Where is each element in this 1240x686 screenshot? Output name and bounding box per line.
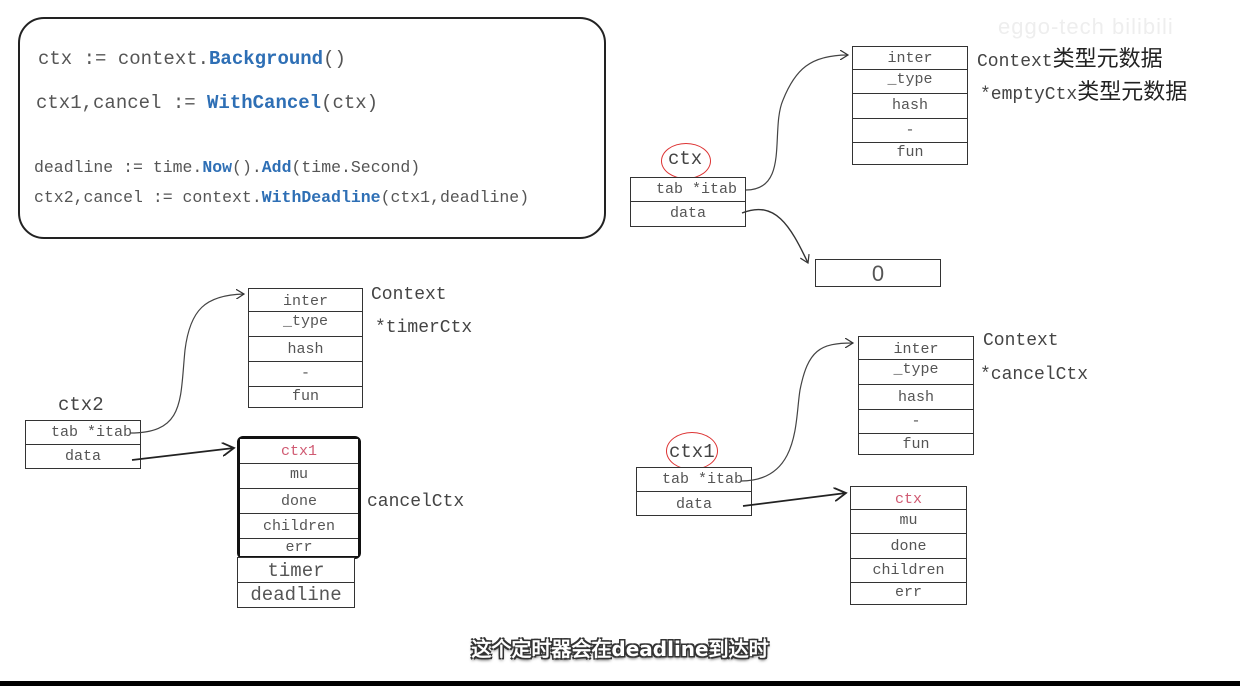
itab-row: fun — [248, 387, 363, 408]
struct-row: mu — [240, 464, 358, 489]
code-line-3: deadline := time.Now().Add(time.Second) — [34, 158, 421, 177]
embedded-cancel-ctx: ctx1 mu done children err — [237, 436, 361, 559]
iface-field-tab: tab *itab — [636, 467, 752, 492]
ctx1-itab: inter _type hash - fun — [858, 336, 974, 455]
code-box: ctx := context.Background() ctx1,cancel … — [18, 17, 606, 239]
itab-row: - — [852, 119, 968, 143]
itab-label-inter: Context类型元数据 — [977, 47, 1163, 72]
itab-row: fun — [852, 143, 968, 165]
arrow-ctx1-itab — [740, 343, 853, 482]
arrow-ctx1-data — [742, 493, 846, 507]
struct-row: done — [850, 534, 967, 559]
itab-row: inter — [248, 288, 363, 312]
itab-row: hash — [852, 94, 968, 119]
itab-row: inter — [852, 46, 968, 70]
arrow-ctx2-itab — [129, 294, 244, 434]
ctx1-cancel-ctx: ctx mu done children err — [850, 486, 967, 605]
ctx-iface: tab *itab data — [630, 177, 746, 227]
ctx2-itab: inter _type hash - fun — [248, 288, 363, 408]
itab-label-type: *cancelCtx — [980, 365, 1089, 385]
struct-row: children — [850, 559, 967, 583]
itab-label-type: *emptyCtx类型元数据 — [980, 80, 1188, 105]
itab-row: - — [858, 410, 974, 434]
itab-row: inter — [858, 336, 974, 360]
struct-row-timer: timer — [237, 557, 355, 583]
struct-row: done — [240, 489, 358, 514]
itab-row: hash — [858, 385, 974, 410]
iface-field-tab: tab *itab — [630, 177, 746, 202]
struct-row-deadline: deadline — [237, 583, 355, 608]
code-line-2: ctx1,cancel := WithCancel(ctx) — [36, 92, 379, 114]
iface-field-data: data — [25, 445, 141, 469]
itab-row: fun — [858, 434, 974, 455]
itab-row: _type — [858, 360, 974, 385]
itab-label-inter: Context — [371, 285, 447, 305]
arrow-ctx-itab — [745, 55, 848, 191]
code-line-1: ctx := context.Background() — [38, 48, 346, 70]
struct-row: mu — [850, 510, 967, 534]
struct-row-parent: ctx1 — [240, 439, 358, 464]
arrow-ctx-data — [741, 208, 808, 263]
ctx-itab: inter _type hash - fun — [852, 46, 968, 165]
code-line-4: ctx2,cancel := context.WithDeadline(ctx1… — [34, 188, 530, 207]
itab-row: _type — [852, 70, 968, 94]
iface-field-tab: tab *itab — [25, 420, 141, 445]
empty-ctx-value: 0 — [815, 259, 941, 287]
itab-row: hash — [248, 337, 363, 362]
itab-row: - — [248, 362, 363, 387]
itab-row: _type — [248, 312, 363, 337]
struct-row-parent: ctx — [850, 486, 967, 510]
iface-field-data: data — [630, 202, 746, 227]
iface-field-data: data — [636, 492, 752, 516]
watermark: eggo-tech bilibili — [998, 14, 1174, 39]
itab-label-inter: Context — [983, 331, 1059, 351]
cancel-ctx-label: cancelCtx — [367, 492, 465, 512]
struct-row: err — [240, 539, 358, 556]
ctx2-iface: tab *itab data — [25, 420, 141, 469]
itab-label-type: *timerCtx — [375, 318, 473, 338]
video-bottom-bar — [0, 681, 1240, 686]
video-subtitle: 这个定时器会在deadline到达时 — [471, 637, 769, 661]
struct-row: err — [850, 583, 967, 605]
var-name-ctx1: ctx1 — [669, 441, 715, 463]
timer-ctx-extra-fields: timer deadline — [237, 557, 355, 608]
struct-row: children — [240, 514, 358, 539]
ctx1-iface: tab *itab data — [636, 467, 752, 516]
arrow-ctx2-data — [131, 448, 234, 461]
var-name-ctx2: ctx2 — [58, 394, 104, 416]
var-name-ctx: ctx — [668, 148, 703, 170]
